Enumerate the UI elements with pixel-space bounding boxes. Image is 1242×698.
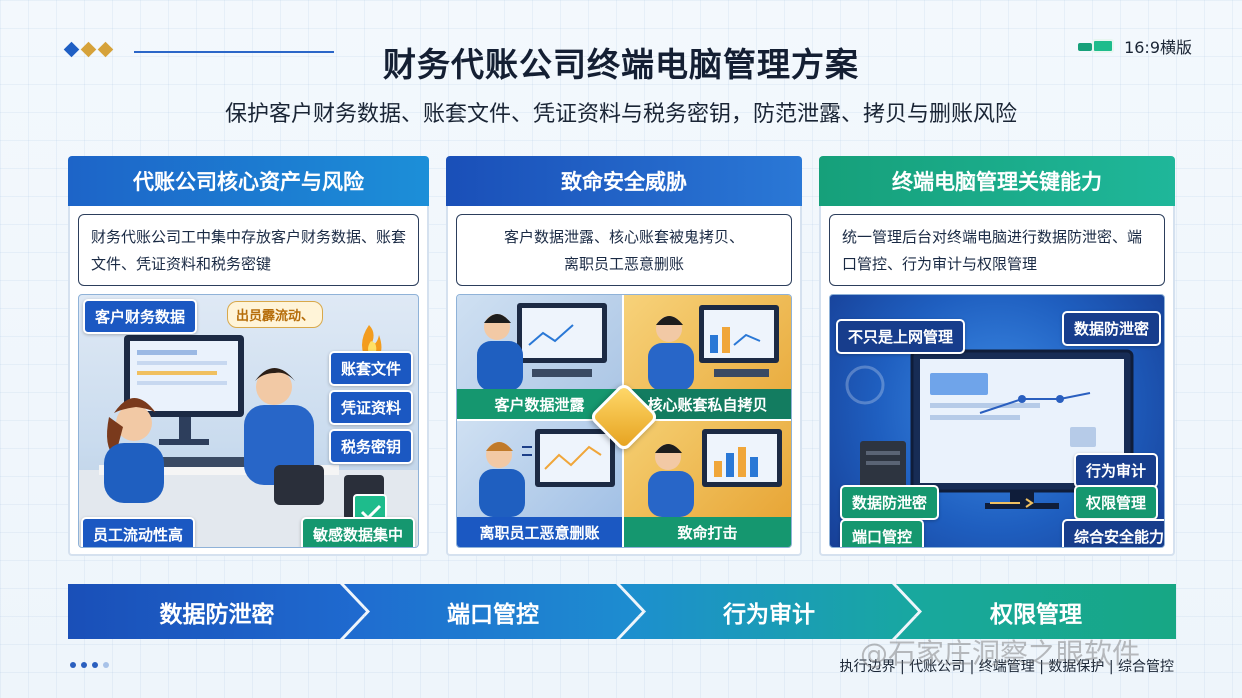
speech-bubble: 出员霹流动、	[227, 301, 324, 328]
capability-flow: 数据防泄密 端口管控 行为审计 权限管理	[68, 584, 1176, 639]
page-subtitle: 保护客户财务数据、账套文件、凭证资料与税务密钥，防范泄露、拷贝与删账风险	[224, 102, 1017, 127]
threat-panels: 客户数据泄露 核心账套私自拷贝	[456, 294, 792, 548]
tag-beyond-web: 不只是上网管理	[836, 319, 966, 354]
office-illustration: 出员霹流动、 客户财务数据 账套文件 凭证资料 税务密钥 员工流动性高 敏感数据…	[78, 294, 419, 548]
panel-caption: 致命打击	[624, 517, 791, 547]
footer-tags: 执行边界 | 代账公司 | 终端管理 | 数据保护 | 综合管控	[839, 659, 1174, 675]
flow-step: 行为审计	[620, 584, 918, 639]
tag-client-data: 客户财务数据	[83, 299, 198, 334]
threat-panel: 离职员工恶意删账	[457, 421, 624, 547]
panel-caption: 离职员工恶意删账	[457, 517, 622, 547]
tag-vouchers: 凭证资料	[329, 390, 414, 425]
flow-step: 端口管控	[344, 584, 642, 639]
page-indicator	[70, 662, 109, 668]
ledger-copy-scene-icon	[648, 305, 779, 391]
tag-ledger-files: 账套文件	[329, 351, 414, 386]
capabilities-card: 终端电脑管理关键能力 统一管理后台对终端电脑进行数据防泄密、端口管控、行为审计与…	[819, 156, 1175, 556]
malicious-delete-scene-icon	[479, 429, 615, 517]
tag-staff-turnover: 员工流动性高	[81, 517, 196, 547]
panel-caption: 核心账套私自拷贝	[624, 389, 791, 419]
tag-comprehensive: 综合安全能力	[1062, 519, 1164, 547]
card-body: 财务代账公司工中集中存放客户财务数据、账套文件、凭证资料和税务密键	[68, 206, 429, 556]
panel-caption: 客户数据泄露	[457, 389, 622, 419]
format-badge-label: 16:9横版	[1124, 38, 1192, 57]
assets-risk-card: 代账公司核心资产与风险 财务代账公司工中集中存放客户财务数据、账套文件、凭证资料…	[68, 156, 429, 556]
card-body: 统一管理后台对终端电脑进行数据防泄密、端口管控、行为审计与权限管理	[819, 206, 1175, 556]
card-title: 终端电脑管理关键能力	[819, 156, 1175, 206]
tag-behavior-audit: 行为审计	[1074, 453, 1159, 488]
fatal-blow-scene-icon	[648, 429, 782, 517]
threat-panel: 核心账套私自拷贝	[624, 295, 791, 421]
description-line: 客户数据泄露、核心账套被鬼拷贝、	[503, 228, 744, 246]
threat-panel: 客户数据泄露	[457, 295, 624, 421]
threat-panel: 致命打击	[624, 421, 791, 547]
card-description: 客户数据泄露、核心账套被鬼拷贝、 离职员工恶意删账	[456, 214, 792, 286]
page-title: 财务代账公司终端电脑管理方案	[383, 45, 859, 84]
threats-card: 致命安全威胁 客户数据泄露、核心账套被鬼拷贝、 离职员工恶意删账 客户数据泄露	[446, 156, 802, 556]
format-badge: 16:9横版	[1078, 34, 1192, 58]
tag-sensitive-data: 敏感数据集中	[301, 517, 416, 547]
screen-ratio-icon	[1078, 38, 1116, 54]
data-leak-scene-icon	[477, 303, 607, 391]
card-body: 客户数据泄露、核心账套被鬼拷贝、 离职员工恶意删账 客户数据泄露	[446, 206, 802, 556]
watermark: @石家庄洞察之眼软件	[860, 637, 1141, 670]
management-illustration: 不只是上网管理 数据防泄密 行为审计 数据防泄密 权限管理 端口管控 综合安全能…	[829, 294, 1165, 548]
tag-tax-keys: 税务密钥	[329, 429, 414, 464]
header-line	[134, 51, 334, 53]
card-description: 财务代账公司工中集中存放客户财务数据、账套文件、凭证资料和税务密键	[78, 214, 419, 286]
tag-dlp: 数据防泄密	[840, 485, 940, 520]
card-title: 致命安全威胁	[446, 156, 802, 206]
card-description: 统一管理后台对终端电脑进行数据防泄密、端口管控、行为审计与权限管理	[829, 214, 1165, 286]
description-line: 离职员工恶意删账	[563, 255, 684, 273]
card-title: 代账公司核心资产与风险	[68, 156, 429, 206]
tag-dlp: 数据防泄密	[1062, 311, 1162, 346]
tag-permission: 权限管理	[1074, 485, 1159, 520]
flow-step: 数据防泄密	[68, 584, 366, 639]
tag-port-control: 端口管控	[840, 519, 925, 547]
flow-step: 权限管理	[896, 584, 1176, 639]
